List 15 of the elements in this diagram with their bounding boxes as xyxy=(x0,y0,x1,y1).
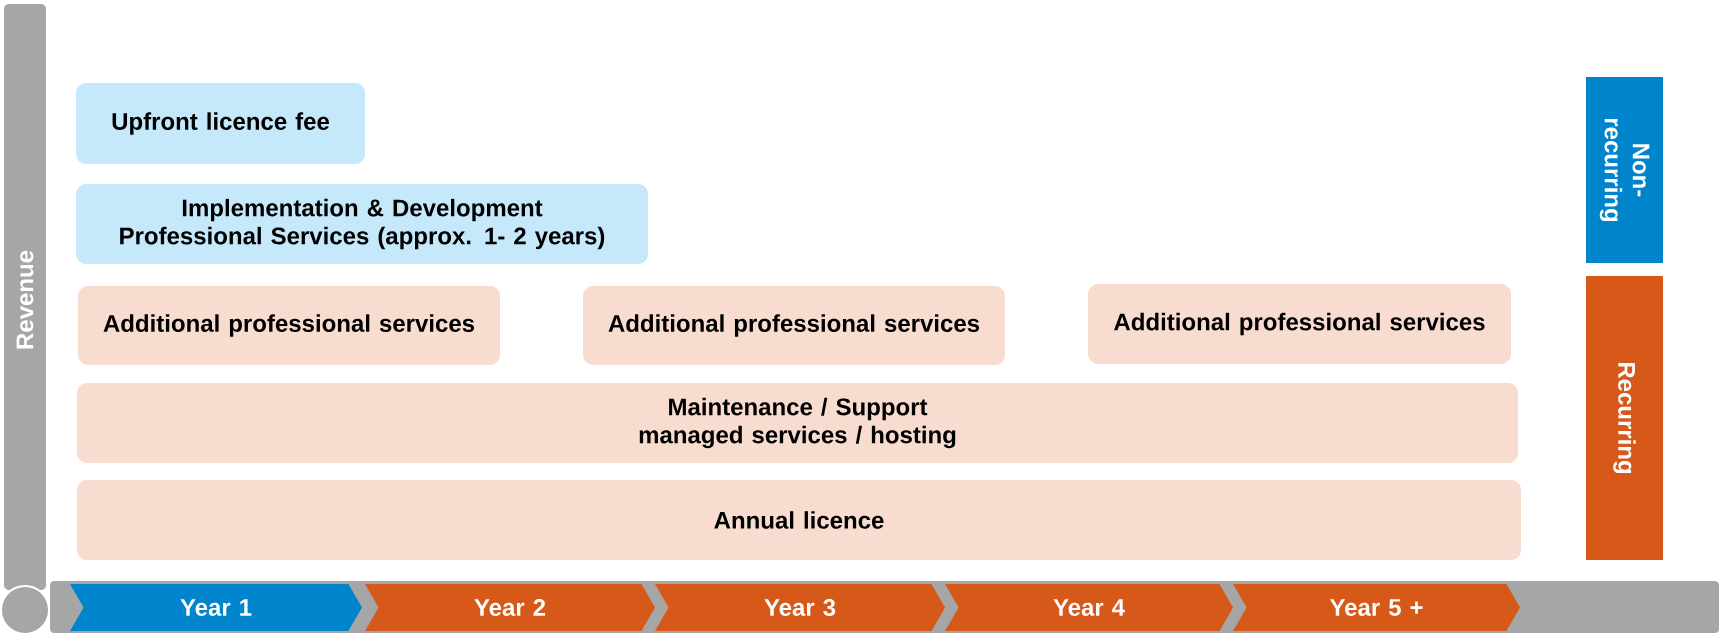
timeline-segment: Year 3 xyxy=(655,584,945,631)
timeline-segment: Year 2 xyxy=(365,584,655,631)
revenue-box: Upfront licence fee xyxy=(76,83,365,164)
revenue-box: Maintenance / Support managed services / hosting xyxy=(77,383,1518,463)
revenue-box: Additional professional services xyxy=(78,286,500,365)
revenue-box: Additional professional services xyxy=(583,286,1005,365)
revenue-box: Annual licence xyxy=(77,480,1521,560)
category-bar: Non- recurring xyxy=(1586,77,1663,263)
category-bar: Recurring xyxy=(1586,276,1663,560)
timeline-segment: Year 4 xyxy=(945,584,1233,631)
timeline-segment: Year 1 xyxy=(70,584,362,631)
revenue-box: Additional professional services xyxy=(1088,284,1511,364)
timeline-segment: Year 5 + xyxy=(1233,584,1520,631)
revenue-box: Implementation & Development Professional Services (approx. 1- 2 years) xyxy=(76,184,648,264)
axis-label: Revenue xyxy=(16,250,34,349)
